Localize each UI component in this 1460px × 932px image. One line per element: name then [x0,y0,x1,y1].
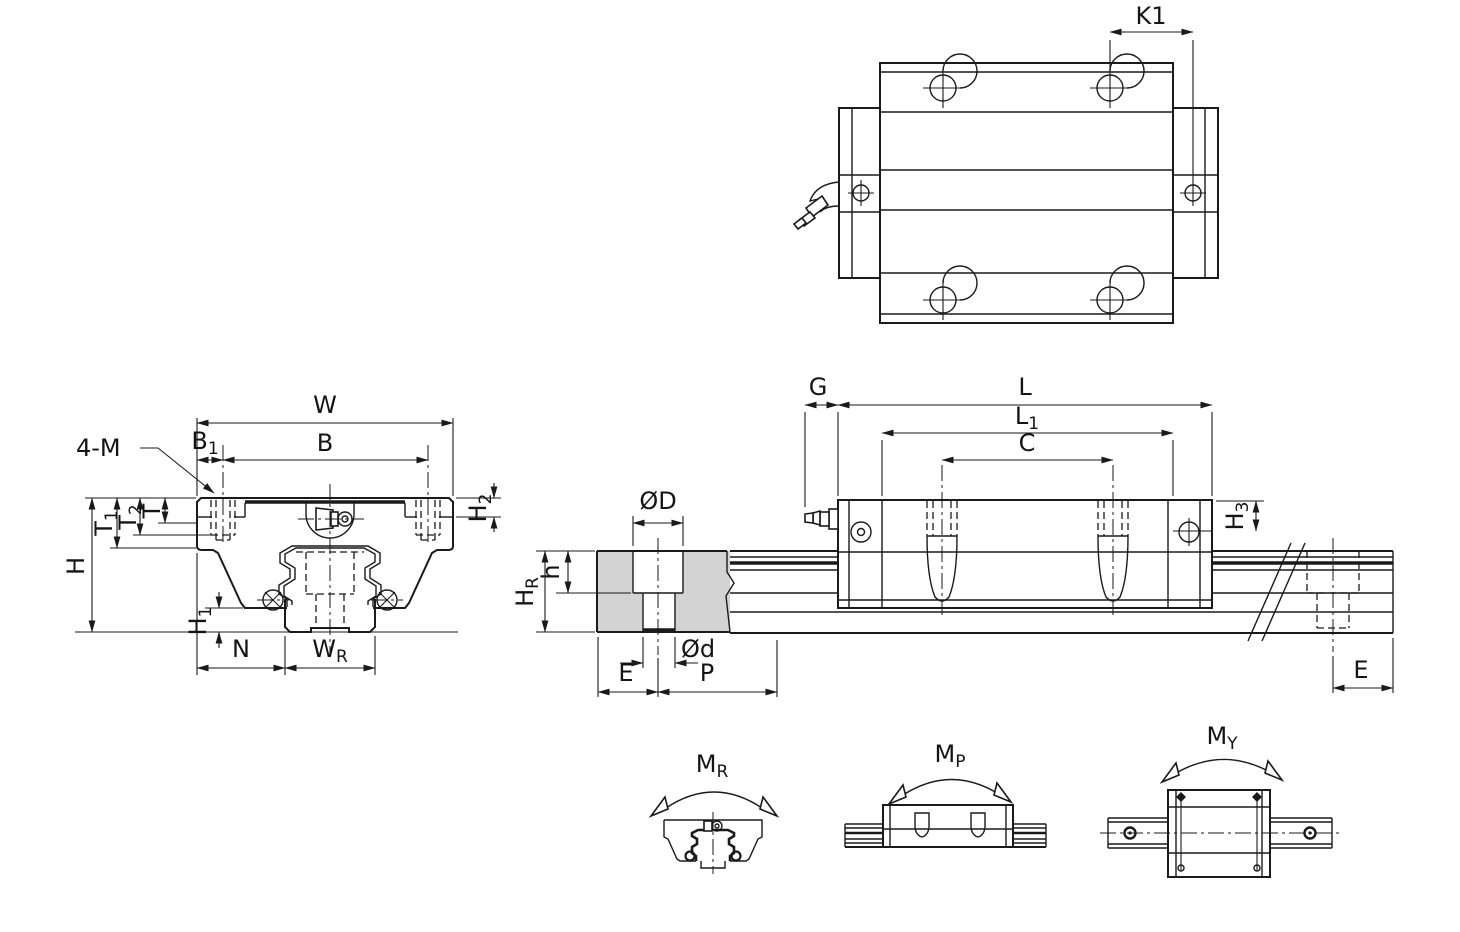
end-cap-right [1172,107,1219,279]
label-mr: MR [696,750,729,782]
end-cap-hole-left [850,521,872,543]
dim-label-diad: Ød [681,635,715,663]
mounting-hole [1090,265,1145,320]
label-mp: MP [935,740,966,772]
block-side-view [804,465,1213,615]
rail-front-view [284,484,376,655]
end-cap-left [838,107,881,279]
dim-label-e-left: E [618,659,633,687]
moment-arrow-arc [902,778,998,796]
mini-front-view [663,812,763,874]
flange-tapped-hole-right [415,445,441,546]
dim-label-h: H [62,557,90,575]
dim-label-e-right: E [1353,656,1368,684]
dim-label-h1: H1 [184,607,216,636]
grease-nipple-front-icon [298,503,364,539]
dim-label-w: W [313,391,337,419]
side-view: G L L1 C ØD h HR Ød [511,373,1394,697]
ball-left [257,589,289,611]
moment-mp-diagram: MP [844,740,1047,848]
dim-label-b1: B1 [191,427,218,459]
side-grease-hole-left [848,180,874,206]
arrowhead-left [886,783,907,806]
dim-label-c: C [1019,429,1036,457]
ball-right [371,589,403,611]
moment-arrow-arc [665,791,763,809]
label-my: MY [1206,722,1238,754]
dim-label-k1: K1 [1135,2,1166,30]
moment-my-diagram: MY [1100,722,1340,878]
callout-4-M: 4-M [76,434,121,462]
arrowhead-right [759,795,780,818]
dim-label-diaD: ØD [639,487,676,515]
rail-side-view [730,538,1394,652]
bolt-slot [1097,465,1129,615]
dim-label-p: P [700,659,714,687]
bolt-slot [926,465,958,615]
break-line [1261,542,1306,642]
end-cap-hole-right [1173,518,1212,546]
side-view-dimensions: G L L1 C ØD h HR Ød [511,373,1394,697]
rail-hole-hidden [1306,538,1360,652]
mounting-hole [923,265,978,320]
mini-top-view [1100,789,1340,878]
grease-nipple-side-icon [804,508,839,530]
dim-label-b: B [317,429,333,457]
dim-label-l: L [1018,373,1032,401]
dim-label-h3: H3 [1221,502,1253,531]
grease-nipple-icon [792,181,840,231]
dim-label-t2: T2 [114,504,146,531]
dim-K1: K1 [1109,2,1194,180]
moment-mr-diagram: MR [648,750,780,874]
dim-label-wr: WR [312,635,348,667]
arrowhead-right [993,781,1014,804]
dim-label-n: N [232,635,250,663]
dim-label-g: G [809,373,828,401]
block-top-view: K1 [792,2,1219,324]
dim-label-t: T [138,503,166,519]
front-view-dimensions: W B B1 4-M T T2 T1 H H2 [62,391,501,675]
leader-4-M [140,447,215,494]
block-front-view: W B B1 4-M T T2 T1 H H2 [62,391,501,675]
moment-arrow-arc [1175,758,1269,774]
dim-label-h2: H2 [464,494,496,523]
dim-label-t1: T1 [90,510,122,537]
flange-tapped-hole-left [210,445,236,546]
side-grease-hole-right [1180,180,1206,206]
dim-label-hr: HR [511,577,543,607]
mounting-hole [923,53,978,108]
rail-section-cut [596,538,735,655]
mini-side-view [844,804,1047,848]
break-line [1247,542,1292,642]
arrowhead-left [1159,761,1180,784]
arrowhead-right [1264,759,1285,782]
dim-label-l1: L1 [1015,402,1039,434]
arrowhead-left [648,795,669,818]
